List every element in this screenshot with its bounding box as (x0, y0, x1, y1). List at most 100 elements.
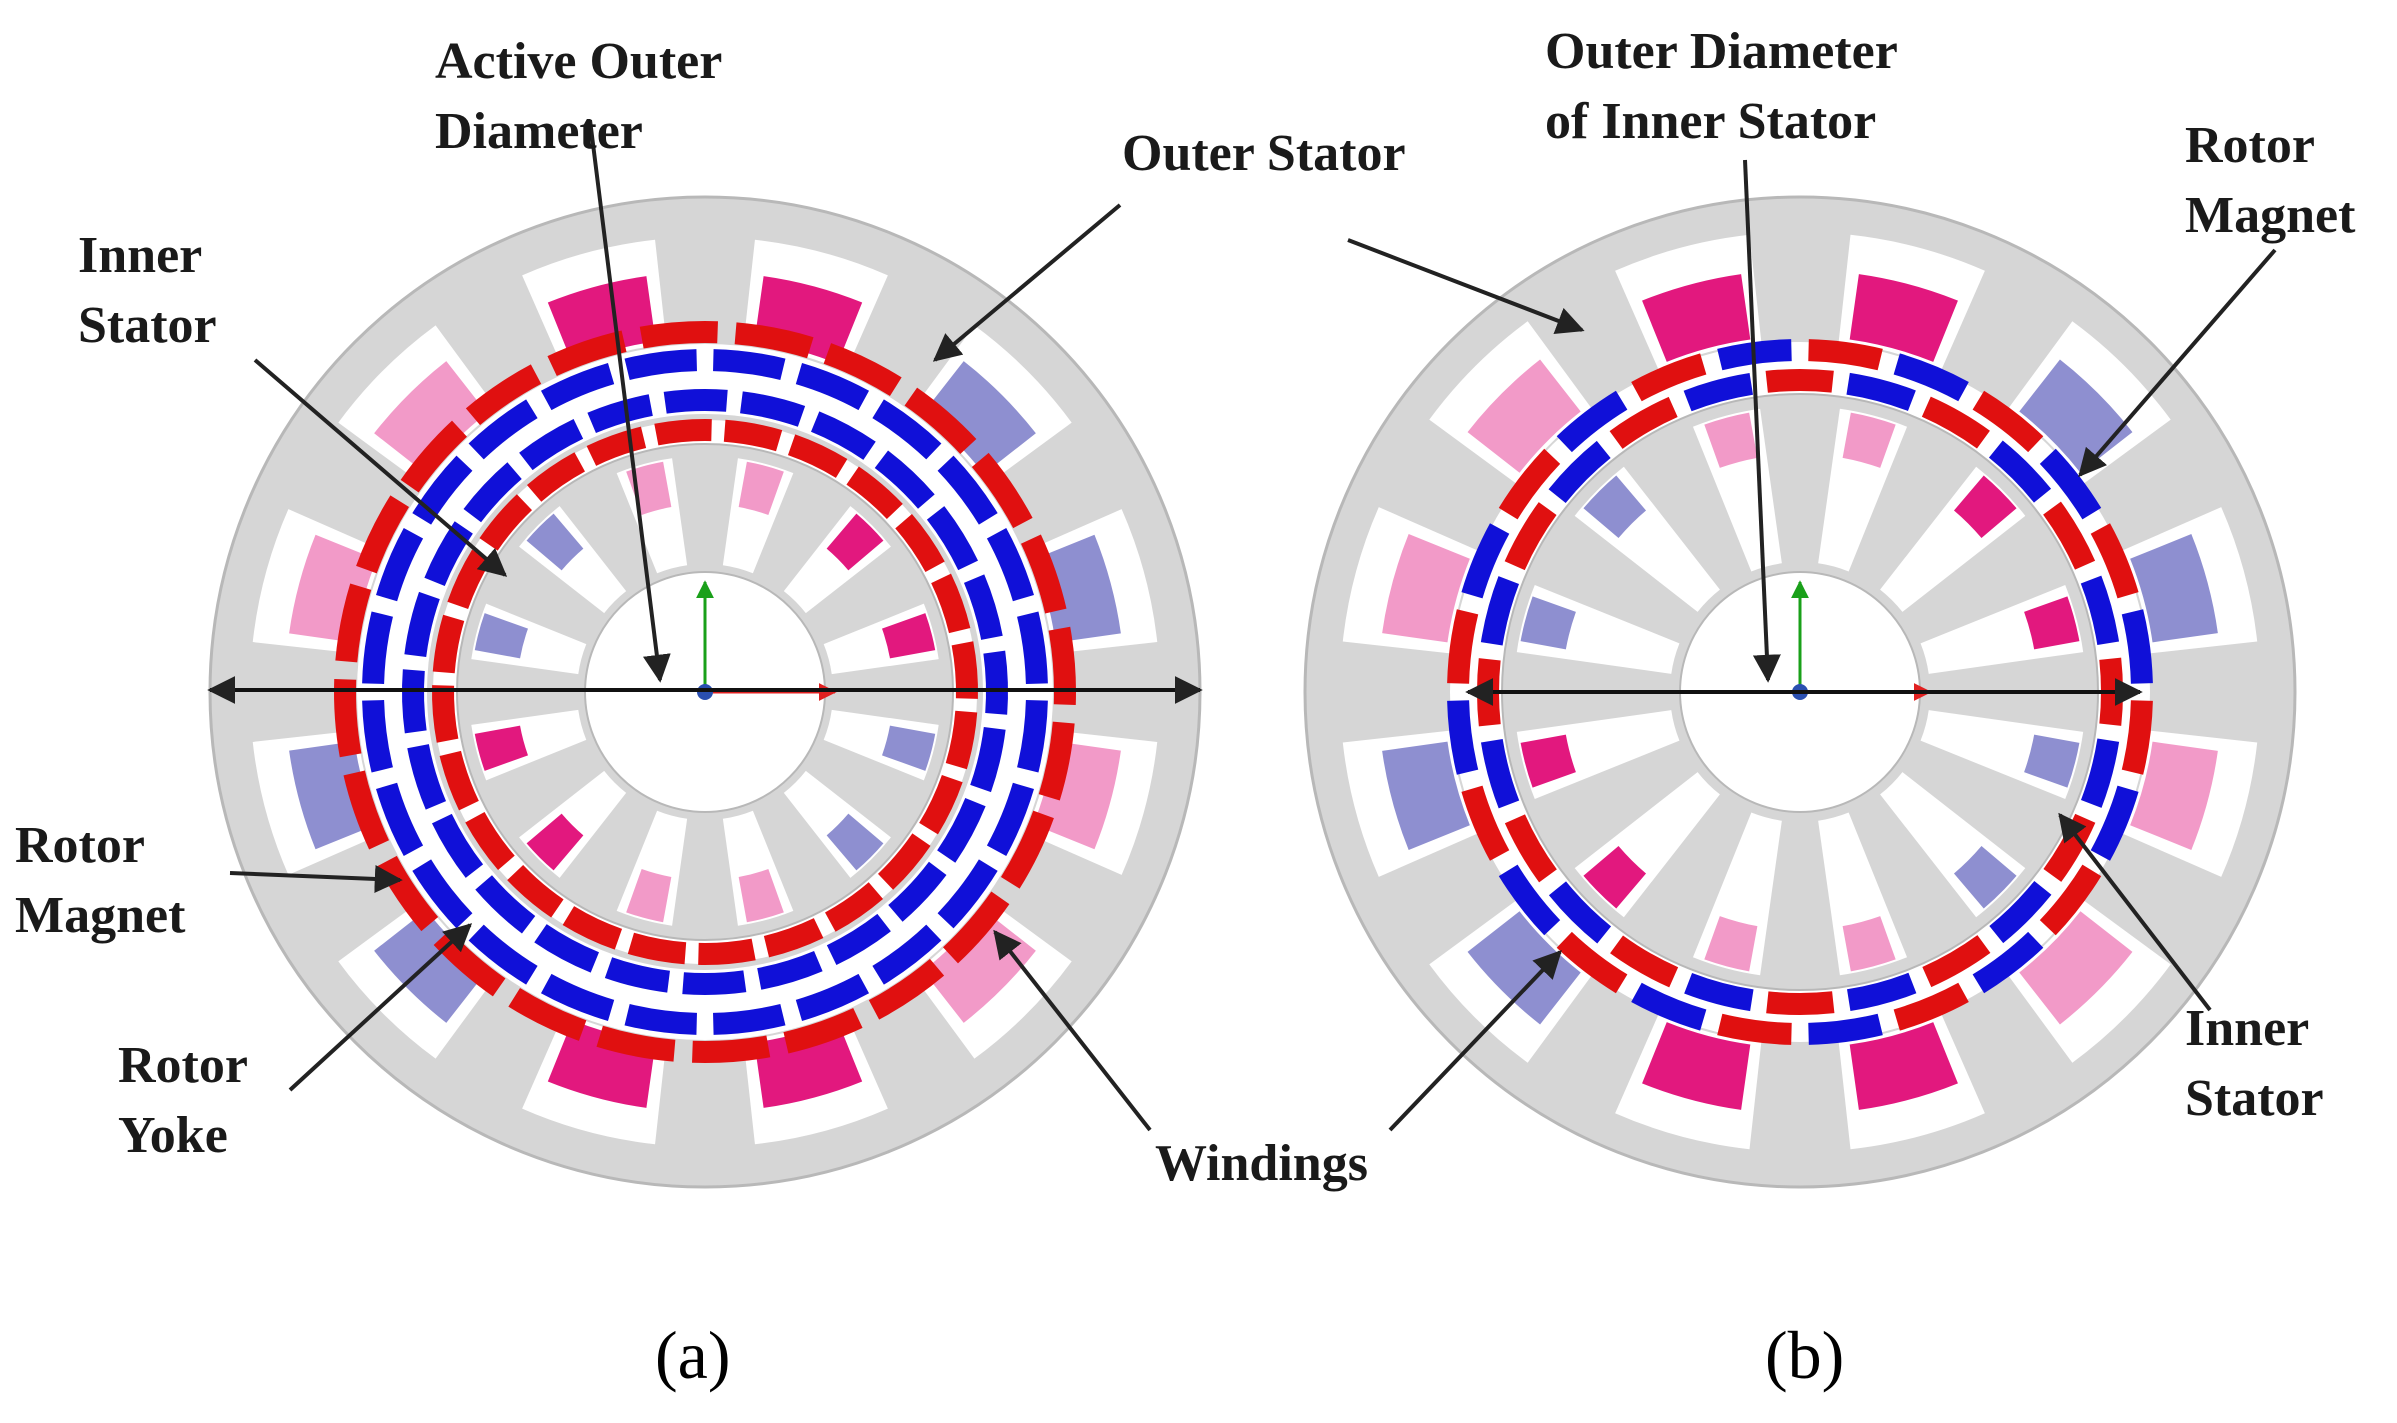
rotor-magnet-segment (846, 466, 903, 520)
rotor-magnet-segment (1922, 935, 1991, 988)
rotor-magnet-segment (825, 882, 884, 932)
rotor-magnet-segment (937, 859, 998, 929)
outer-winding-coil (1382, 741, 1470, 850)
inner-winding-coil (1583, 845, 1647, 909)
inner-winding-coil (738, 461, 784, 515)
rotor-magnet-segment (407, 744, 447, 810)
arrow-active-outer-diameter (588, 119, 671, 683)
rotor-magnet-segment (1717, 1013, 1792, 1045)
rotor-magnet-segment (795, 973, 870, 1021)
rotor-magnet-segment (468, 399, 538, 460)
rotor-magnet-segment (1038, 721, 1075, 801)
rotor-magnet-segment (1808, 339, 1883, 371)
rotor-magnet-segment (723, 419, 783, 452)
rotor-magnet-segment (465, 364, 542, 426)
inner-winding-coil (1842, 916, 1896, 972)
rotor-magnet-segment (624, 349, 697, 380)
outer-winding-coil (1467, 911, 1581, 1025)
rotor-magnet-segment (2121, 700, 2153, 775)
rotor-magnet-segment (1548, 881, 1612, 944)
rotor-magnet-segment (1498, 448, 1561, 520)
rotor-magnet-segment (343, 770, 390, 850)
rotor-magnet-segment (1921, 396, 1990, 449)
rotor-magnet-segment (404, 591, 440, 657)
rotor-magnet-segment (2039, 864, 2102, 936)
rotor-magnet-segment (874, 450, 935, 509)
rotor-magnet-segment (604, 957, 670, 993)
rotor-magnet-segment (926, 506, 979, 571)
rotor-magnet-segment (1988, 440, 2052, 503)
rotor-magnet-segment (1610, 935, 1679, 988)
rotor-magnet-segment (713, 1004, 786, 1035)
rotor-magnet-segment (904, 387, 977, 455)
arrow-windings-b (1388, 949, 1562, 1132)
rotor-magnet-segment (1684, 972, 1754, 1012)
rotor-magnet-segment (942, 891, 1010, 964)
inner-winding-coil (526, 813, 584, 871)
rotor-magnet-segment (400, 420, 468, 493)
rotor-magnet-segment (757, 950, 823, 990)
label-inner-stator-a: Inner Stator (78, 227, 217, 354)
rotor-magnet-segment (1504, 814, 1557, 883)
inner-winding-coil (1704, 412, 1758, 468)
rotor-magnet-segment (931, 573, 971, 634)
rotor-magnet-segment (2090, 785, 2139, 861)
rotor-magnet-segment (362, 611, 393, 684)
outer-winding-coil (1849, 274, 1958, 362)
rotor-magnet-segment (540, 973, 615, 1021)
rotor-magnet-segment (1000, 810, 1054, 889)
rotor-magnet-segment (682, 970, 747, 995)
inner-winding-coil (474, 725, 528, 771)
rotor-magnet-segment (787, 434, 848, 478)
diagram-b-motor: Outer Diameter of Inner Stator Rotor Mag… (1303, 23, 2356, 1393)
label-rotor-magnet-a: Rotor Magnet (15, 817, 186, 944)
outer-winding-coil (1467, 359, 1581, 473)
arrow-rotor-magnet-a (229, 864, 403, 893)
rotor-magnet-segment (412, 859, 473, 929)
rotor-magnet-segment (639, 321, 718, 349)
rotor-magnet-segment (475, 875, 536, 934)
rotor-magnet-segment (1548, 440, 1611, 504)
rotor-magnet-segment (872, 399, 942, 460)
rotor-magnet-segment (692, 1035, 771, 1063)
inner-winding-coil (2024, 734, 2080, 788)
rotor-magnet-segment (986, 527, 1034, 602)
rotor-magnet-segment (654, 419, 712, 446)
rotor-magnet-segment (547, 330, 627, 377)
rotor-magnet-segment (1846, 372, 1916, 412)
outer-winding-coil (289, 741, 377, 850)
rotor-magnet-segment (919, 774, 963, 835)
rotor-magnet-segment (783, 1007, 863, 1054)
rotor-magnet-segment (465, 812, 515, 871)
inner-winding-coil (1520, 596, 1576, 650)
rotor-magnet-segment (970, 727, 1006, 793)
rotor-magnet-segment (2080, 738, 2120, 808)
rotor-magnet-segment (507, 864, 564, 918)
rotor-magnet-segment (740, 391, 806, 427)
arrow-outer-stator-a (932, 203, 1122, 362)
inner-winding-coil (1520, 734, 1576, 788)
inner-winding-coil (626, 869, 672, 923)
label-active-outer-diameter: Active Outer Diameter (435, 33, 734, 160)
outer-winding-coil (1642, 1022, 1751, 1110)
rotor-magnet-segment (2090, 523, 2139, 599)
inner-winding-coil (526, 513, 584, 571)
outer-winding-coil (374, 910, 487, 1023)
rotor-magnet-segment (763, 918, 824, 958)
inner-winding-coil (1953, 475, 2017, 539)
rotor-magnet-segment (1020, 534, 1067, 614)
inner-winding-coil (1583, 475, 1647, 539)
label-outer-diameter-inner-stator: Outer Diameter of Inner Stator (1545, 23, 1910, 150)
rotor-magnet-segment (1847, 972, 1917, 1012)
rotor-magnet-segment (1893, 353, 1969, 402)
rotor-magnet-segment (2039, 448, 2102, 520)
arrow-outer-diameter-inner-stator (1743, 159, 1781, 683)
rotor-magnet-segment (1447, 700, 1479, 775)
rotor-magnet-segment (1447, 609, 1479, 684)
rotor-magnet-segment (362, 700, 393, 773)
rotor-magnet-segment (2080, 575, 2120, 645)
rotor-magnet-segment (356, 495, 410, 574)
inner-winding-coil (826, 513, 884, 571)
rotor-magnet-segment (1808, 1013, 1883, 1045)
